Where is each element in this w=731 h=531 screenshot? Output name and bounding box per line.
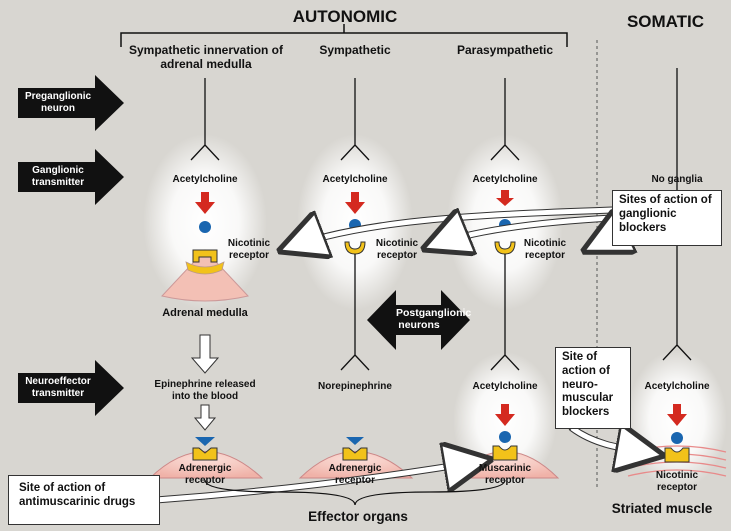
adrenal-medulla-shape	[161, 249, 249, 302]
nicotinic-label-somatic: Nicotinic receptor	[655, 470, 699, 493]
epinephrine-label: Epinephrine released into the blood	[154, 379, 256, 402]
epinephrine-ligand	[195, 437, 215, 446]
vesicle-adrenal	[199, 221, 211, 233]
ach-arrow-parasympathetic	[495, 404, 515, 426]
ach-arrow-somatic	[667, 404, 687, 426]
ach-label-sympathetic: Acetylcholine	[322, 174, 388, 185]
nicotinic-label-adrenal: Nicotinic receptor	[227, 238, 271, 261]
adrenergic-receptor-adrenal	[192, 447, 218, 461]
callout-ganglionic-blockers: Sites of action of ganglionic blockers	[612, 190, 722, 246]
column-sympathetic-title: Sympathetic	[319, 43, 391, 57]
preganglionic-neuron-parasympathetic	[490, 78, 520, 161]
adrenal-nicotinic-receptor	[192, 249, 218, 263]
transmitter-arrow-adrenal	[195, 192, 215, 214]
muscarinic-label: Muscarinic receptor	[478, 463, 532, 486]
ach-vesicle-parasympathetic	[499, 431, 511, 443]
callout-antimuscarinic: Site of action of antimuscarinic drugs	[8, 475, 160, 525]
row-label-ganglionic: Ganglionic transmitter	[31, 165, 85, 188]
row-arrow-neuroeffector	[18, 360, 124, 416]
row-label-neuroeffector: Neuroeffector transmitter	[25, 376, 91, 399]
ach-label-parasympathetic-effector: Acetylcholine	[472, 381, 538, 392]
epinephrine-delivery-arrow	[193, 404, 217, 431]
postganglionic-label: Postganglionic neurons	[396, 307, 472, 332]
adrenergic-label-adrenal: Adrenergic receptor	[178, 463, 232, 486]
transmitter-arrow-sympathetic	[345, 192, 365, 214]
autonomic-header: AUTONOMIC	[292, 7, 398, 26]
ach-vesicle-somatic	[671, 432, 683, 444]
autonomic-bracket	[120, 24, 568, 47]
epinephrine-release-arrow	[190, 334, 220, 374]
muscarinic-receptor-shape	[492, 445, 518, 461]
preganglionic-neuron-adrenal	[190, 78, 220, 161]
norepinephrine-label: Norepinephrine	[318, 381, 392, 392]
column-parasympathetic-title: Parasympathetic	[456, 43, 554, 57]
ach-label-parasympathetic: Acetylcholine	[472, 174, 538, 185]
somatic-header: SOMATIC	[626, 12, 705, 31]
somatic-nicotinic-receptor-shape	[664, 447, 690, 463]
transmitter-arrow-parasympathetic	[496, 190, 514, 206]
row-arrow-ganglionic	[18, 149, 124, 205]
ach-label-adrenal: Acetylcholine	[172, 174, 238, 185]
effector-organs-bracket	[204, 479, 506, 506]
adrenergic-label-sympathetic: Adrenergic receptor	[328, 463, 382, 486]
effector-organs-label: Effector organs	[308, 509, 408, 524]
preganglionic-neuron-sympathetic	[340, 78, 370, 161]
row-label-preganglionic: Preganglionic neuron	[24, 91, 92, 114]
postganglionic-double-arrow	[367, 290, 470, 350]
striated-muscle-label: Striated muscle	[611, 501, 713, 516]
nicotinic-label-parasympathetic: Nicotinic receptor	[523, 238, 567, 261]
row-arrow-preganglionic	[18, 75, 124, 131]
ach-label-somatic: Acetylcholine	[644, 381, 710, 392]
nicotinic-label-sympathetic: Nicotinic receptor	[375, 238, 419, 261]
sympathetic-postganglionic-neuron	[340, 254, 370, 371]
adrenal-medulla-label: Adrenal medulla	[162, 307, 248, 319]
callout-neuromuscular-blockers: Site of action of neuro-muscular blocker…	[555, 347, 631, 429]
sympathetic-nicotinic-receptor	[344, 241, 366, 255]
norepinephrine-ligand	[346, 437, 364, 445]
no-ganglia-label: No ganglia	[651, 174, 703, 185]
parasympathetic-postganglionic-neuron	[490, 254, 520, 371]
adrenergic-receptor-sympathetic	[342, 447, 368, 461]
parasympathetic-nicotinic-receptor	[494, 241, 516, 255]
column-adrenal-title: Sympathetic innervation of adrenal medul…	[128, 43, 284, 71]
